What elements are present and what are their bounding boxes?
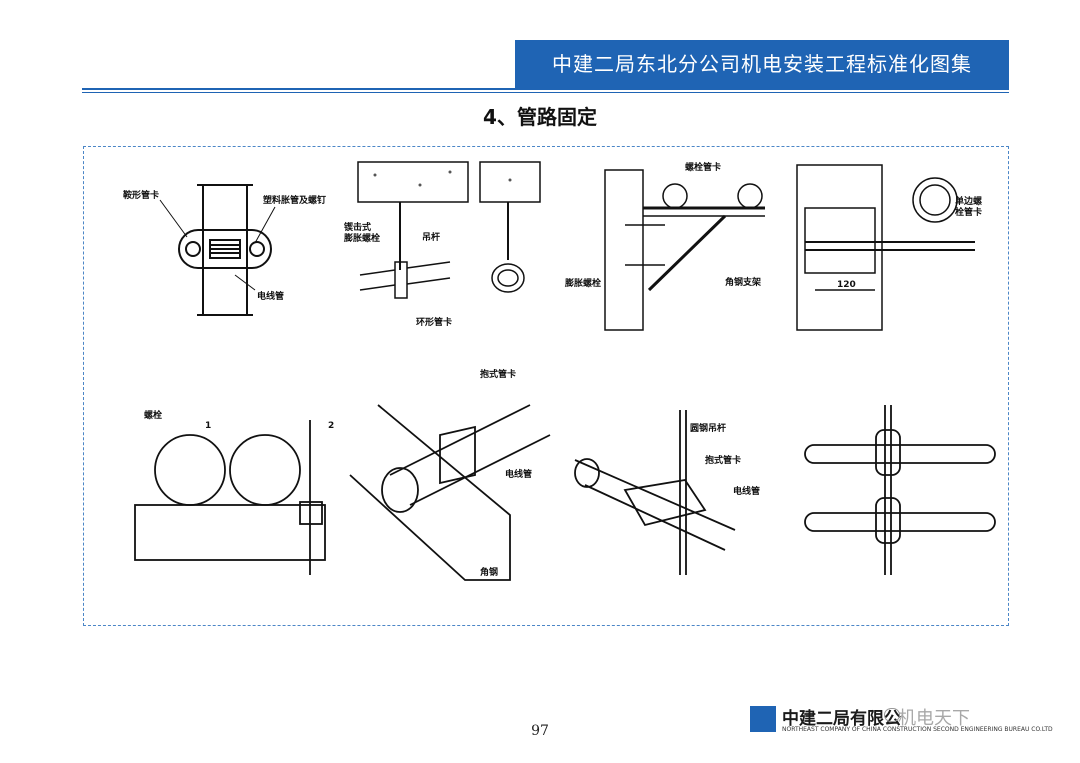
ring-clamp-label: 环形管卡 [416, 316, 452, 328]
saddle-clamp-label: 鞍形管卡 [123, 189, 159, 201]
angle-steel-label: 角钢 [480, 566, 498, 578]
hug-clamp-label: 抱式管卡 [480, 368, 516, 380]
figure-stacked-hanger [804, 405, 996, 575]
section-title: 4、管路固定 [483, 105, 597, 129]
header-divider [82, 88, 1009, 90]
plastic-anchor-label: 塑料胀管及螺钉 [263, 194, 326, 206]
header-title: 中建二局东北分公司机电安装工程标准化图集 [552, 52, 972, 76]
company-name-en: NORTHEAST COMPANY OF CHINA CONSTRUCTION … [782, 726, 1053, 733]
figure-single-bolt-clamp: 单边螺栓管卡 120 [796, 164, 982, 331]
section-mark-2: 2 [328, 421, 334, 431]
figure-channel-clamps: 螺栓 1 2 [134, 409, 334, 575]
figure-angle-bracket: 螺栓管卡 膨胀螺栓 角钢支架 [564, 161, 765, 331]
bolt-clamp-label: 螺栓管卡 [685, 161, 721, 173]
hug-clamp-label-2: 抱式管卡 [705, 454, 741, 466]
figure-angle-steel-clamp: 抱式管卡 电线管 角钢 [349, 368, 551, 581]
figure-rod-hanger: 圆钢吊杆 抱式管卡 电线管 [574, 410, 760, 575]
single-bolt-clamp-label: 单边螺栓管卡 [955, 195, 982, 218]
bolt-label: 螺栓 [144, 409, 162, 421]
figure-saddle-clamp: 鞍形管卡 塑料胀管及螺钉 电线管 [123, 184, 326, 316]
conduit-label-3: 电线管 [733, 485, 760, 497]
angle-bracket-label: 角钢支架 [725, 276, 761, 288]
company-name: 中建二局有限公 [782, 709, 901, 729]
wechat-icon [884, 708, 900, 722]
figure-frame [83, 146, 1009, 626]
conduit-label-2: 电线管 [505, 468, 532, 480]
figure-ring-hanger: 锲击式膨胀螺栓 吊杆 环形管卡 [343, 161, 541, 328]
company-logo [750, 706, 776, 732]
header-divider-thin [82, 92, 1009, 93]
conduit-label: 电线管 [257, 290, 284, 302]
round-rod-label: 圆钢吊杆 [690, 422, 726, 434]
expansion-bolt-label: 锲击式膨胀螺栓 [343, 221, 380, 244]
dimension-label: 120 [837, 280, 856, 290]
expansion-bolt-label-2: 膨胀螺栓 [564, 277, 601, 289]
section-mark-1: 1 [205, 421, 211, 431]
page-number: 97 [531, 723, 549, 739]
hanger-rod-label: 吊杆 [422, 231, 440, 243]
header-band [515, 40, 1009, 88]
watermark: 机电天下 [898, 708, 970, 729]
